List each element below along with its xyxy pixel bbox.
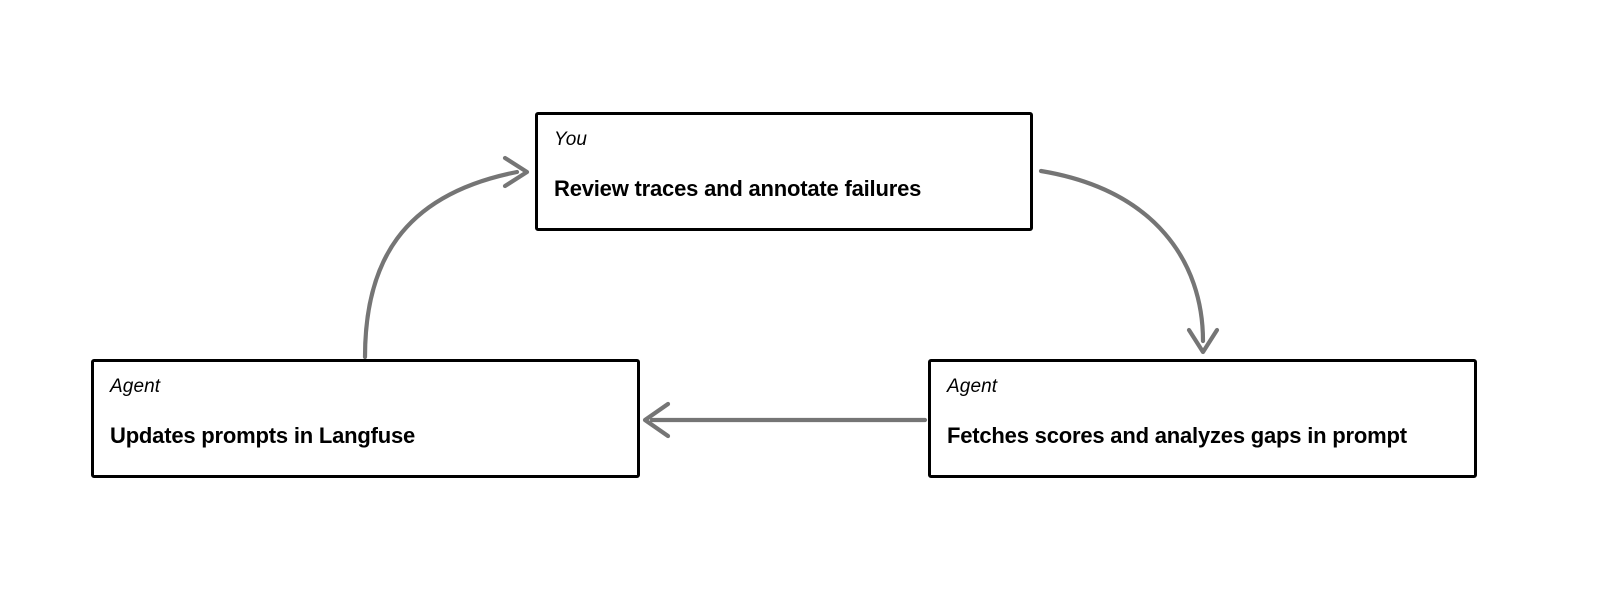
node-role-label: Agent	[110, 376, 161, 397]
node-title-label: Fetches scores and analyzes gaps in prom…	[947, 423, 1407, 448]
node-role-label: Agent	[947, 376, 998, 397]
node-role-label: You	[554, 129, 588, 150]
node-title-label: Review traces and annotate failures	[554, 176, 922, 201]
node-you-review[interactable]: You Review traces and annotate failures	[535, 112, 1033, 231]
node-agent-updates[interactable]: Agent Updates prompts in Langfuse	[91, 359, 640, 478]
node-title-label: Updates prompts in Langfuse	[110, 423, 416, 448]
edge-fetches-to-updates-arrowhead	[642, 401, 671, 439]
node-agent-fetches[interactable]: Agent Fetches scores and analyzes gaps i…	[928, 359, 1477, 478]
edge-updates-to-you-arrowhead	[502, 155, 530, 189]
edge-updates-to-you-line	[362, 169, 520, 360]
edge-you-to-fetches-arrowhead	[1186, 327, 1220, 355]
edge-you-to-fetches-line	[1038, 168, 1206, 344]
